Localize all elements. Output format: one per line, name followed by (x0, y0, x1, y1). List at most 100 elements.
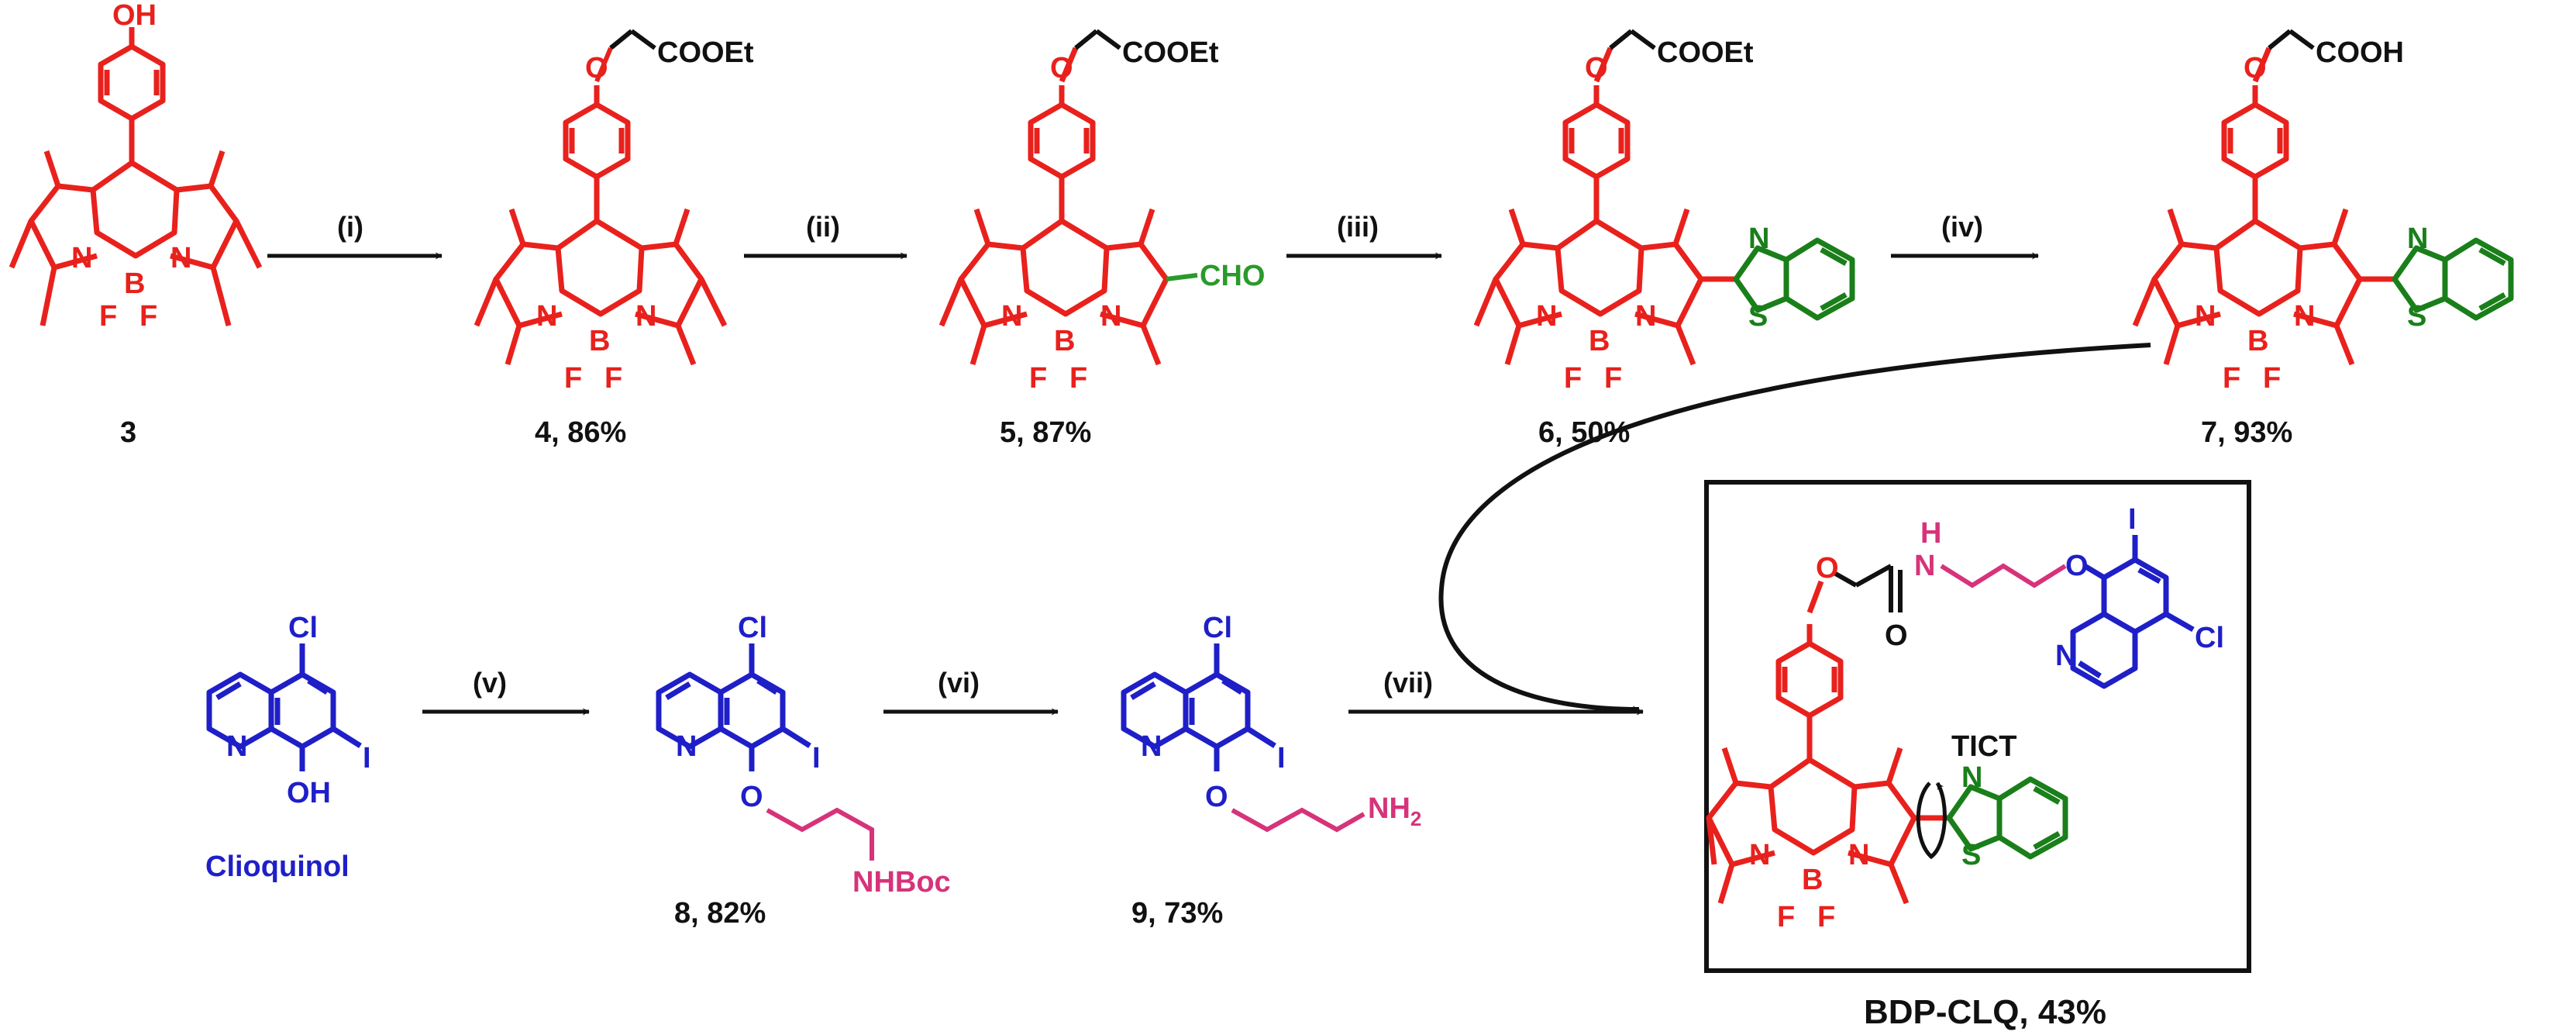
bt-n-label: N (1748, 223, 1769, 255)
product-label: BDP-CLQ, 43% (1864, 993, 2106, 1031)
ether-o-label: O (2244, 52, 2267, 85)
compound-5-label: 5, 87% (1000, 416, 1091, 449)
hydroxyl-label: OH (112, 0, 157, 32)
product-box (1704, 480, 2251, 973)
benzothiazole-7 (2392, 237, 2514, 321)
bodipy-n-right: N (2294, 300, 2315, 333)
bodipy-n-right: N (1848, 839, 1869, 871)
bodipy-n-left: N (71, 242, 92, 274)
cl-label: Cl (738, 612, 767, 644)
clioquinol-n-label: N (226, 730, 247, 763)
compound-8-label: 8, 82% (674, 897, 766, 930)
clioquinol-cl-label: Cl (288, 612, 318, 644)
compound-3-label: 3 (120, 416, 136, 449)
ether-o-label: O (1585, 52, 1608, 85)
n-label: N (676, 730, 697, 763)
bodipy-n-left: N (1001, 300, 1022, 333)
chloro-label: Cl (2195, 622, 2224, 654)
clioquinol (206, 643, 362, 771)
bodipy-n-right: N (635, 300, 656, 333)
tict-rotation-arrow (1916, 781, 1947, 860)
bodipy-f-left: F (1564, 362, 1582, 395)
bt-s-label: S (1961, 839, 1981, 871)
compound-4 (474, 85, 728, 366)
bodipy-f-right: F (604, 362, 622, 395)
nh2-main: NH (1368, 792, 1410, 825)
bodipy-b: B (1589, 325, 1610, 357)
compound-3-labels: OH N B N F F (71, 0, 191, 333)
compound-9 (1121, 643, 1276, 771)
bodipy-b: B (1802, 864, 1823, 896)
bodipy-f-right: F (1604, 362, 1622, 395)
compound-7-label: 7, 93% (2201, 416, 2292, 449)
step-iv-label: (iv) (1941, 211, 1983, 243)
nhboc-label: NHBoc (852, 866, 951, 899)
step-v-label: (v) (473, 667, 507, 699)
i-label: I (1277, 742, 1286, 775)
bodipy-f-right: F (1817, 901, 1835, 933)
quinoline-n-label: N (2055, 640, 2076, 672)
bodipy-b: B (1054, 325, 1075, 357)
product-structure (1706, 535, 2195, 905)
compound-5 (938, 47, 1169, 366)
compound-4-label: 4, 86% (535, 416, 626, 449)
cl-label: Cl (1203, 612, 1232, 644)
nh2-label: NH2 (1368, 792, 1421, 830)
ether-o-label: O (1050, 52, 1073, 85)
bodipy-n-left: N (1536, 300, 1557, 333)
bodipy-f-left: F (1777, 901, 1795, 933)
step-vii-label: (vii) (1383, 667, 1433, 699)
bodipy-f-right: F (1069, 362, 1087, 395)
bt-n-label: N (2407, 223, 2428, 255)
amide-o-label: O (1885, 619, 1908, 652)
step-iii-label: (iii) (1337, 211, 1379, 243)
aryl-ether-o-label: O (1816, 552, 1839, 585)
iodo-label: I (2128, 503, 2137, 536)
bodipy-f-right: F (139, 300, 157, 333)
bodipy-n-right: N (1635, 300, 1656, 333)
bodipy-n-left: N (1749, 839, 1770, 871)
acid-label: COOH (2316, 36, 2404, 69)
bodipy-f-left: F (99, 300, 117, 333)
benzothiazole-6 (1733, 237, 1855, 321)
bodipy-f-right: F (2263, 362, 2281, 395)
compound-9-label: 9, 73% (1131, 897, 1223, 930)
bt-s-label: S (2407, 300, 2426, 333)
bt-n-label: N (1961, 761, 1982, 794)
formyl-label: CHO (1200, 260, 1265, 292)
tict-label: TICT (1951, 730, 2016, 763)
step-ii-label: (ii) (806, 211, 840, 243)
amide-n-label: N (1914, 550, 1935, 582)
compound-7 (2132, 47, 2395, 366)
compound-8 (656, 643, 811, 771)
compound-3 (9, 27, 263, 326)
bodipy-n-right: N (1100, 300, 1121, 333)
o-label: O (740, 781, 763, 813)
bodipy-b: B (589, 325, 610, 357)
ester-label: COOEt (1122, 36, 1219, 69)
bodipy-b: B (2247, 325, 2268, 357)
bodipy-b: B (124, 267, 145, 300)
ester-label: COOEt (1657, 36, 1754, 69)
step-vi-label: (vi) (938, 667, 980, 699)
nh2-subscript: 2 (1410, 807, 1421, 830)
bodipy-n-left: N (2195, 300, 2216, 333)
compound-6 (1473, 47, 1736, 366)
clioquinol-oh-label: OH (287, 777, 331, 809)
o-label: O (1205, 781, 1228, 813)
amide-h-label: H (1920, 517, 1941, 550)
bodipy-n-right: N (170, 242, 191, 274)
bodipy-f-left: F (564, 362, 582, 395)
curved-arrow-7-to-product (1438, 343, 2151, 713)
bodipy-f-left: F (1029, 362, 1047, 395)
ester-label: COOEt (657, 36, 754, 69)
quinoline-ether-o-label: O (2065, 550, 2089, 582)
clioquinol-name-label: Clioquinol (205, 850, 350, 883)
bt-s-label: S (1748, 300, 1768, 333)
bodipy-f-left: F (2223, 362, 2240, 395)
bodipy-n-left: N (536, 300, 557, 333)
step-i-label: (i) (337, 211, 363, 243)
clioquinol-i-label: I (363, 742, 371, 775)
i-label: I (812, 742, 821, 775)
